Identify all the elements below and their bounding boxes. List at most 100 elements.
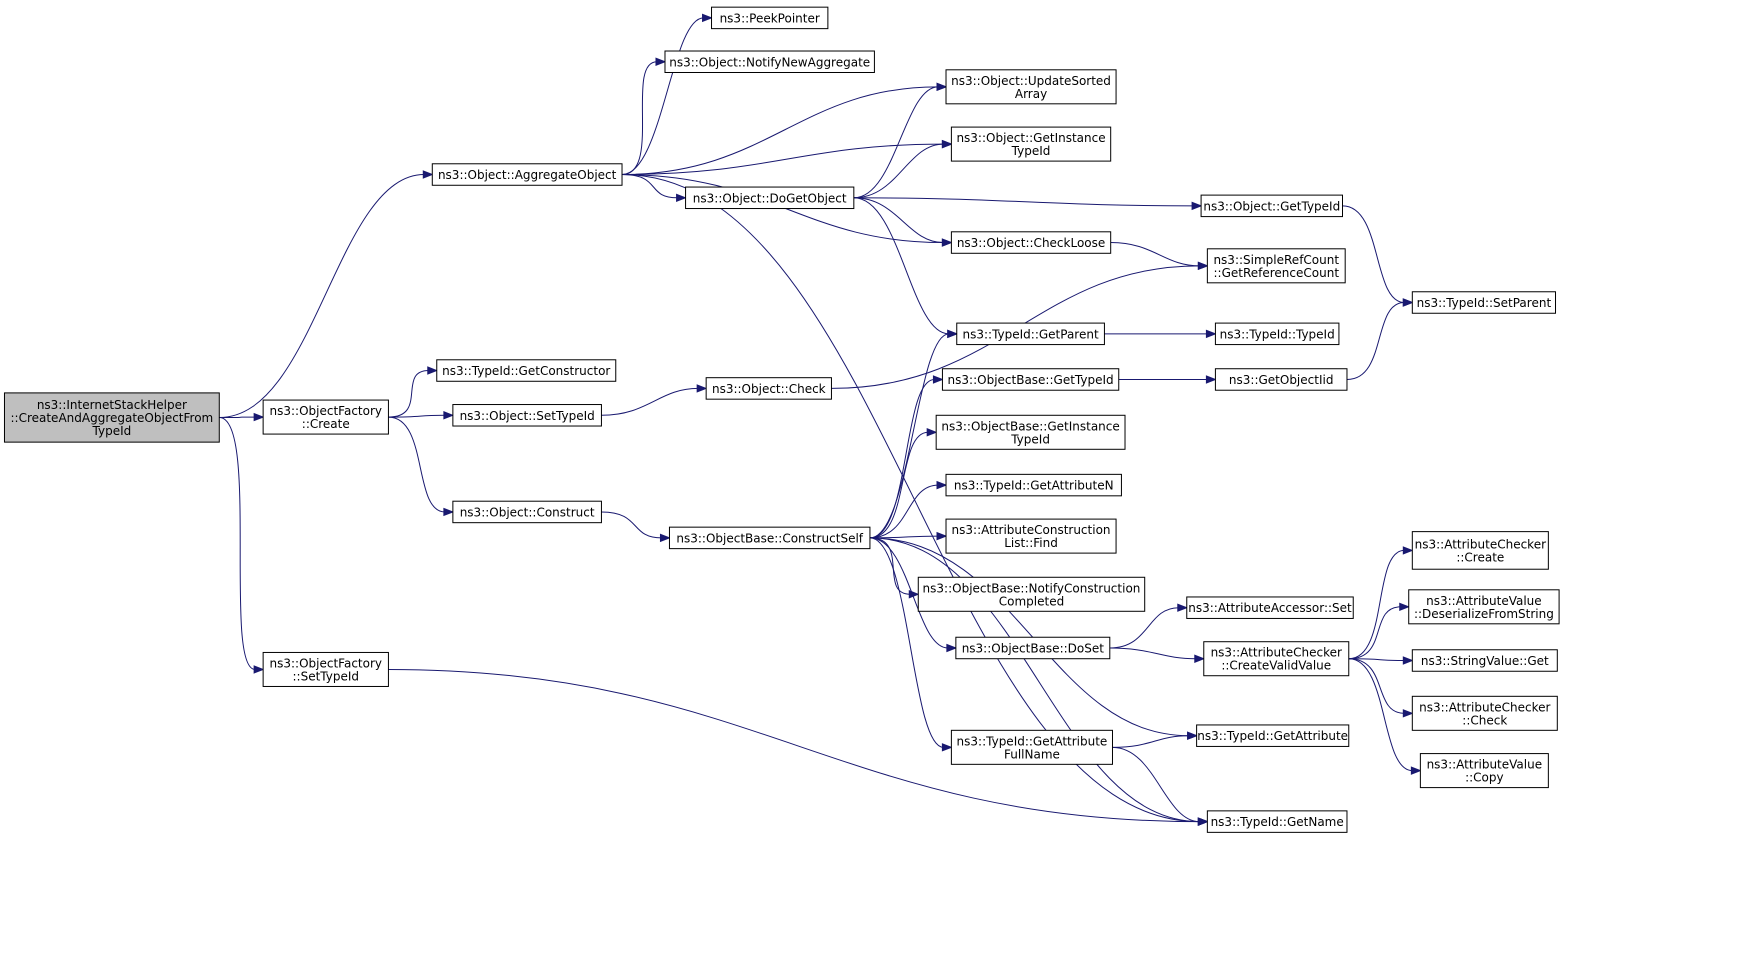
- call-edge-of_create-to-getconstructor: [388, 366, 439, 418]
- function-node-constructself[interactable]: ns3::ObjectBase::ConstructSelf: [668, 526, 871, 550]
- function-node-peek[interactable]: ns3::PeekPointer: [711, 6, 829, 30]
- function-node-doset[interactable]: ns3::ObjectBase::DoSet: [955, 636, 1111, 660]
- node-box: [1206, 248, 1346, 284]
- function-node-getname[interactable]: ns3::TypeId::GetName: [1206, 810, 1348, 833]
- function-node-obj-check[interactable]: ns3::Object::Check: [705, 377, 832, 400]
- node-box: [1203, 641, 1350, 677]
- node-label-line: ::CreateValidValue: [1221, 659, 1331, 673]
- node-box: [950, 231, 1112, 254]
- node-label-line: Completed: [999, 594, 1064, 608]
- function-node-obj-gettypeid[interactable]: ns3::Object::GetTypeId: [1200, 194, 1343, 218]
- function-node-getattrn[interactable]: ns3::TypeId::GetAttributeN: [945, 473, 1122, 497]
- function-node-createvalid[interactable]: ns3::AttributeChecker::CreateValidValue: [1203, 641, 1350, 677]
- call-edge-createvalid-to-ac_check: [1348, 658, 1414, 718]
- function-node-getobjectiid[interactable]: ns3::GetObjectIid: [1214, 368, 1348, 391]
- node-label-line: ns3::AttributeValue: [1427, 758, 1543, 772]
- function-node-getrefcount[interactable]: ns3::SimpleRefCount::GetReferenceCount: [1206, 248, 1346, 284]
- node-label-line: ns3::AttributeAccessor::Set: [1188, 601, 1352, 615]
- node-box: [917, 576, 1146, 612]
- function-node-getconstructor[interactable]: ns3::TypeId::GetConstructor: [436, 359, 617, 382]
- node-box: [945, 69, 1117, 105]
- function-node-root: ns3::InternetStackHelper::CreateAndAggre…: [3, 392, 220, 443]
- call-edge-root-to-aggregate: [219, 170, 434, 419]
- call-edge-doset-to-createvalid: [1109, 647, 1206, 663]
- node-label-line: ns3::ObjectFactory: [270, 404, 383, 418]
- node-box: [935, 414, 1126, 450]
- call-edge-checkloose-to-getrefcount: [1110, 242, 1209, 271]
- function-node-aggregate[interactable]: ns3::Object::AggregateObject: [431, 163, 623, 186]
- node-label-line: ns3::PeekPointer: [720, 11, 820, 25]
- call-edge-getattrfull-to-getattribute: [1112, 731, 1198, 748]
- function-node-ob-gettypeid[interactable]: ns3::ObjectBase::GetTypeId: [941, 368, 1120, 391]
- node-box: [950, 729, 1113, 765]
- call-edges: [219, 13, 1422, 826]
- node-label-line: ::CreateAndAggregateObjectFrom: [10, 411, 213, 425]
- node-label-line: ns3::ObjectBase::GetTypeId: [948, 373, 1114, 387]
- function-node-setparent[interactable]: ns3::TypeId::SetParent: [1411, 291, 1557, 314]
- node-label-line: ns3::ObjectBase::DoSet: [962, 641, 1105, 655]
- function-node-notify-construction[interactable]: ns3::ObjectBase::NotifyConstructionCompl…: [917, 576, 1146, 612]
- node-label-line: TypeId: [1011, 144, 1051, 158]
- call-edge-dogetobject-to-get_inst_tid: [853, 139, 953, 199]
- call-edge-dogetobject-to-obj_gettypeid: [853, 197, 1203, 211]
- call-edge-createvalid-to-stringvalue_get: [1348, 656, 1414, 665]
- call-edge-aggregate-to-update_sorted: [622, 82, 948, 176]
- call-edge-obj_settypeid-to-obj_check: [601, 384, 708, 416]
- node-label-line: ns3::Object::DoGetObject: [693, 191, 847, 205]
- function-node-stringvalue-get[interactable]: ns3::StringValue::Get: [1411, 649, 1558, 672]
- node-box: [955, 636, 1111, 660]
- function-node-of-settypeid[interactable]: ns3::ObjectFactory::SetTypeId: [262, 651, 389, 687]
- function-node-construct[interactable]: ns3::Object::Construct: [452, 500, 602, 524]
- function-node-checkloose[interactable]: ns3::Object::CheckLoose: [950, 231, 1112, 254]
- node-box: [262, 651, 389, 687]
- function-node-of-create[interactable]: ns3::ObjectFactory::Create: [262, 399, 389, 435]
- node-box: [1411, 531, 1549, 570]
- node-label-line: ns3::InternetStackHelper: [37, 398, 187, 412]
- call-edge-aggregate-to-peek: [622, 13, 713, 176]
- node-box: [452, 500, 602, 524]
- node-label-line: ns3::Object::GetInstance: [956, 131, 1105, 145]
- function-node-getparent[interactable]: ns3::TypeId::GetParent: [956, 322, 1105, 346]
- node-label-line: ns3::ObjectFactory: [270, 656, 383, 670]
- function-node-typeid-ctor[interactable]: ns3::TypeId::TypeId: [1214, 322, 1340, 346]
- function-node-av-deser[interactable]: ns3::AttributeValue::DeserializeFromStri…: [1408, 589, 1560, 625]
- node-label-line: ns3::AttributeChecker: [1419, 700, 1550, 714]
- function-node-notify-agg[interactable]: ns3::Object::NotifyNewAggregate: [664, 50, 875, 73]
- function-node-ac-check[interactable]: ns3::AttributeChecker::Check: [1411, 695, 1558, 731]
- node-box: [1214, 368, 1348, 391]
- node-box: [1186, 596, 1354, 619]
- function-node-getattribute[interactable]: ns3::TypeId::GetAttribute: [1196, 724, 1350, 747]
- call-edge-constructself-to-doset: [869, 537, 958, 653]
- call-edge-constructself-to-notify_construction: [869, 537, 920, 599]
- function-node-dogetobject[interactable]: ns3::Object::DoGetObject: [685, 186, 855, 210]
- node-label-line: ns3::Object::GetTypeId: [1203, 199, 1340, 213]
- call-edge-root-to-of_create: [219, 412, 265, 422]
- node-label-line: ::SetTypeId: [293, 669, 360, 683]
- call-edge-of_create-to-obj_settypeid: [388, 411, 455, 420]
- node-box: [941, 368, 1120, 391]
- node-label-line: ns3::AttributeChecker: [1415, 537, 1546, 551]
- function-nodes: ns3::InternetStackHelper::CreateAndAggre…: [3, 6, 1560, 833]
- call-edge-createvalid-to-ac_create: [1348, 546, 1414, 660]
- function-node-acc-set[interactable]: ns3::AttributeAccessor::Set: [1186, 596, 1354, 619]
- node-box: [1200, 194, 1343, 218]
- node-label-line: TypeId: [1010, 432, 1050, 446]
- node-box: [436, 359, 617, 382]
- node-box: [945, 518, 1117, 554]
- node-label-line: ns3::ObjectBase::ConstructSelf: [676, 531, 863, 545]
- node-label-line: ns3::TypeId::GetName: [1211, 815, 1344, 829]
- node-label-line: ns3::StringValue::Get: [1421, 654, 1549, 668]
- node-box: [1206, 810, 1348, 833]
- function-node-ac-create[interactable]: ns3::AttributeChecker::Create: [1411, 531, 1549, 570]
- node-box: [956, 322, 1105, 346]
- function-node-obj-settypeid[interactable]: ns3::Object::SetTypeId: [452, 404, 602, 427]
- node-label-line: ns3::TypeId::GetConstructor: [442, 364, 610, 378]
- node-box: [452, 404, 602, 427]
- function-node-av-copy[interactable]: ns3::AttributeValue::Copy: [1419, 753, 1549, 789]
